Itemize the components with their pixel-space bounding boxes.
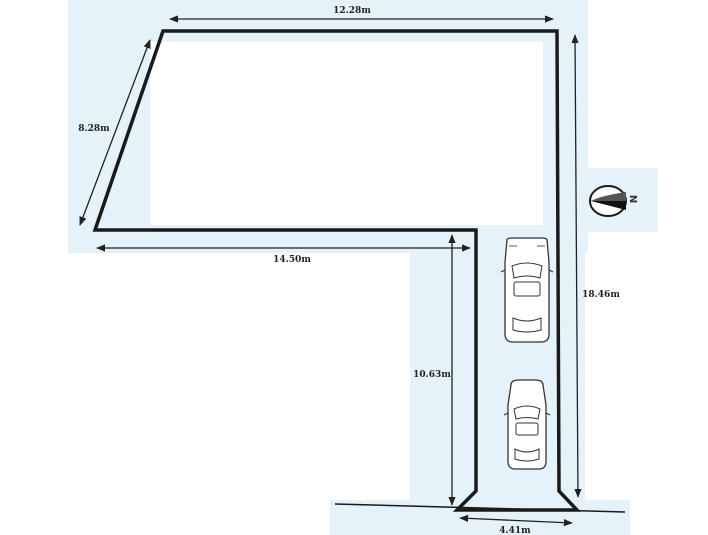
dim-label-driveway: 10.63m <box>413 370 451 380</box>
dim-label-right: 18.46m <box>582 290 620 300</box>
dim-label-middle: 14.50m <box>273 255 311 265</box>
dim-label-top: 12.28m <box>333 6 371 16</box>
road-line <box>334 503 626 513</box>
dim-label-left: 8.28m <box>78 124 110 134</box>
dim-label-bottom: 4.41m <box>499 526 531 535</box>
dim-line-left <box>79 39 151 226</box>
car-icon <box>500 237 554 343</box>
dim-line-bottom <box>459 514 573 527</box>
compass-icon: N <box>589 185 640 217</box>
car-icon <box>503 379 551 470</box>
dim-line-right <box>571 34 582 498</box>
compass-north-label: N <box>629 195 640 203</box>
background-tint <box>68 0 658 535</box>
